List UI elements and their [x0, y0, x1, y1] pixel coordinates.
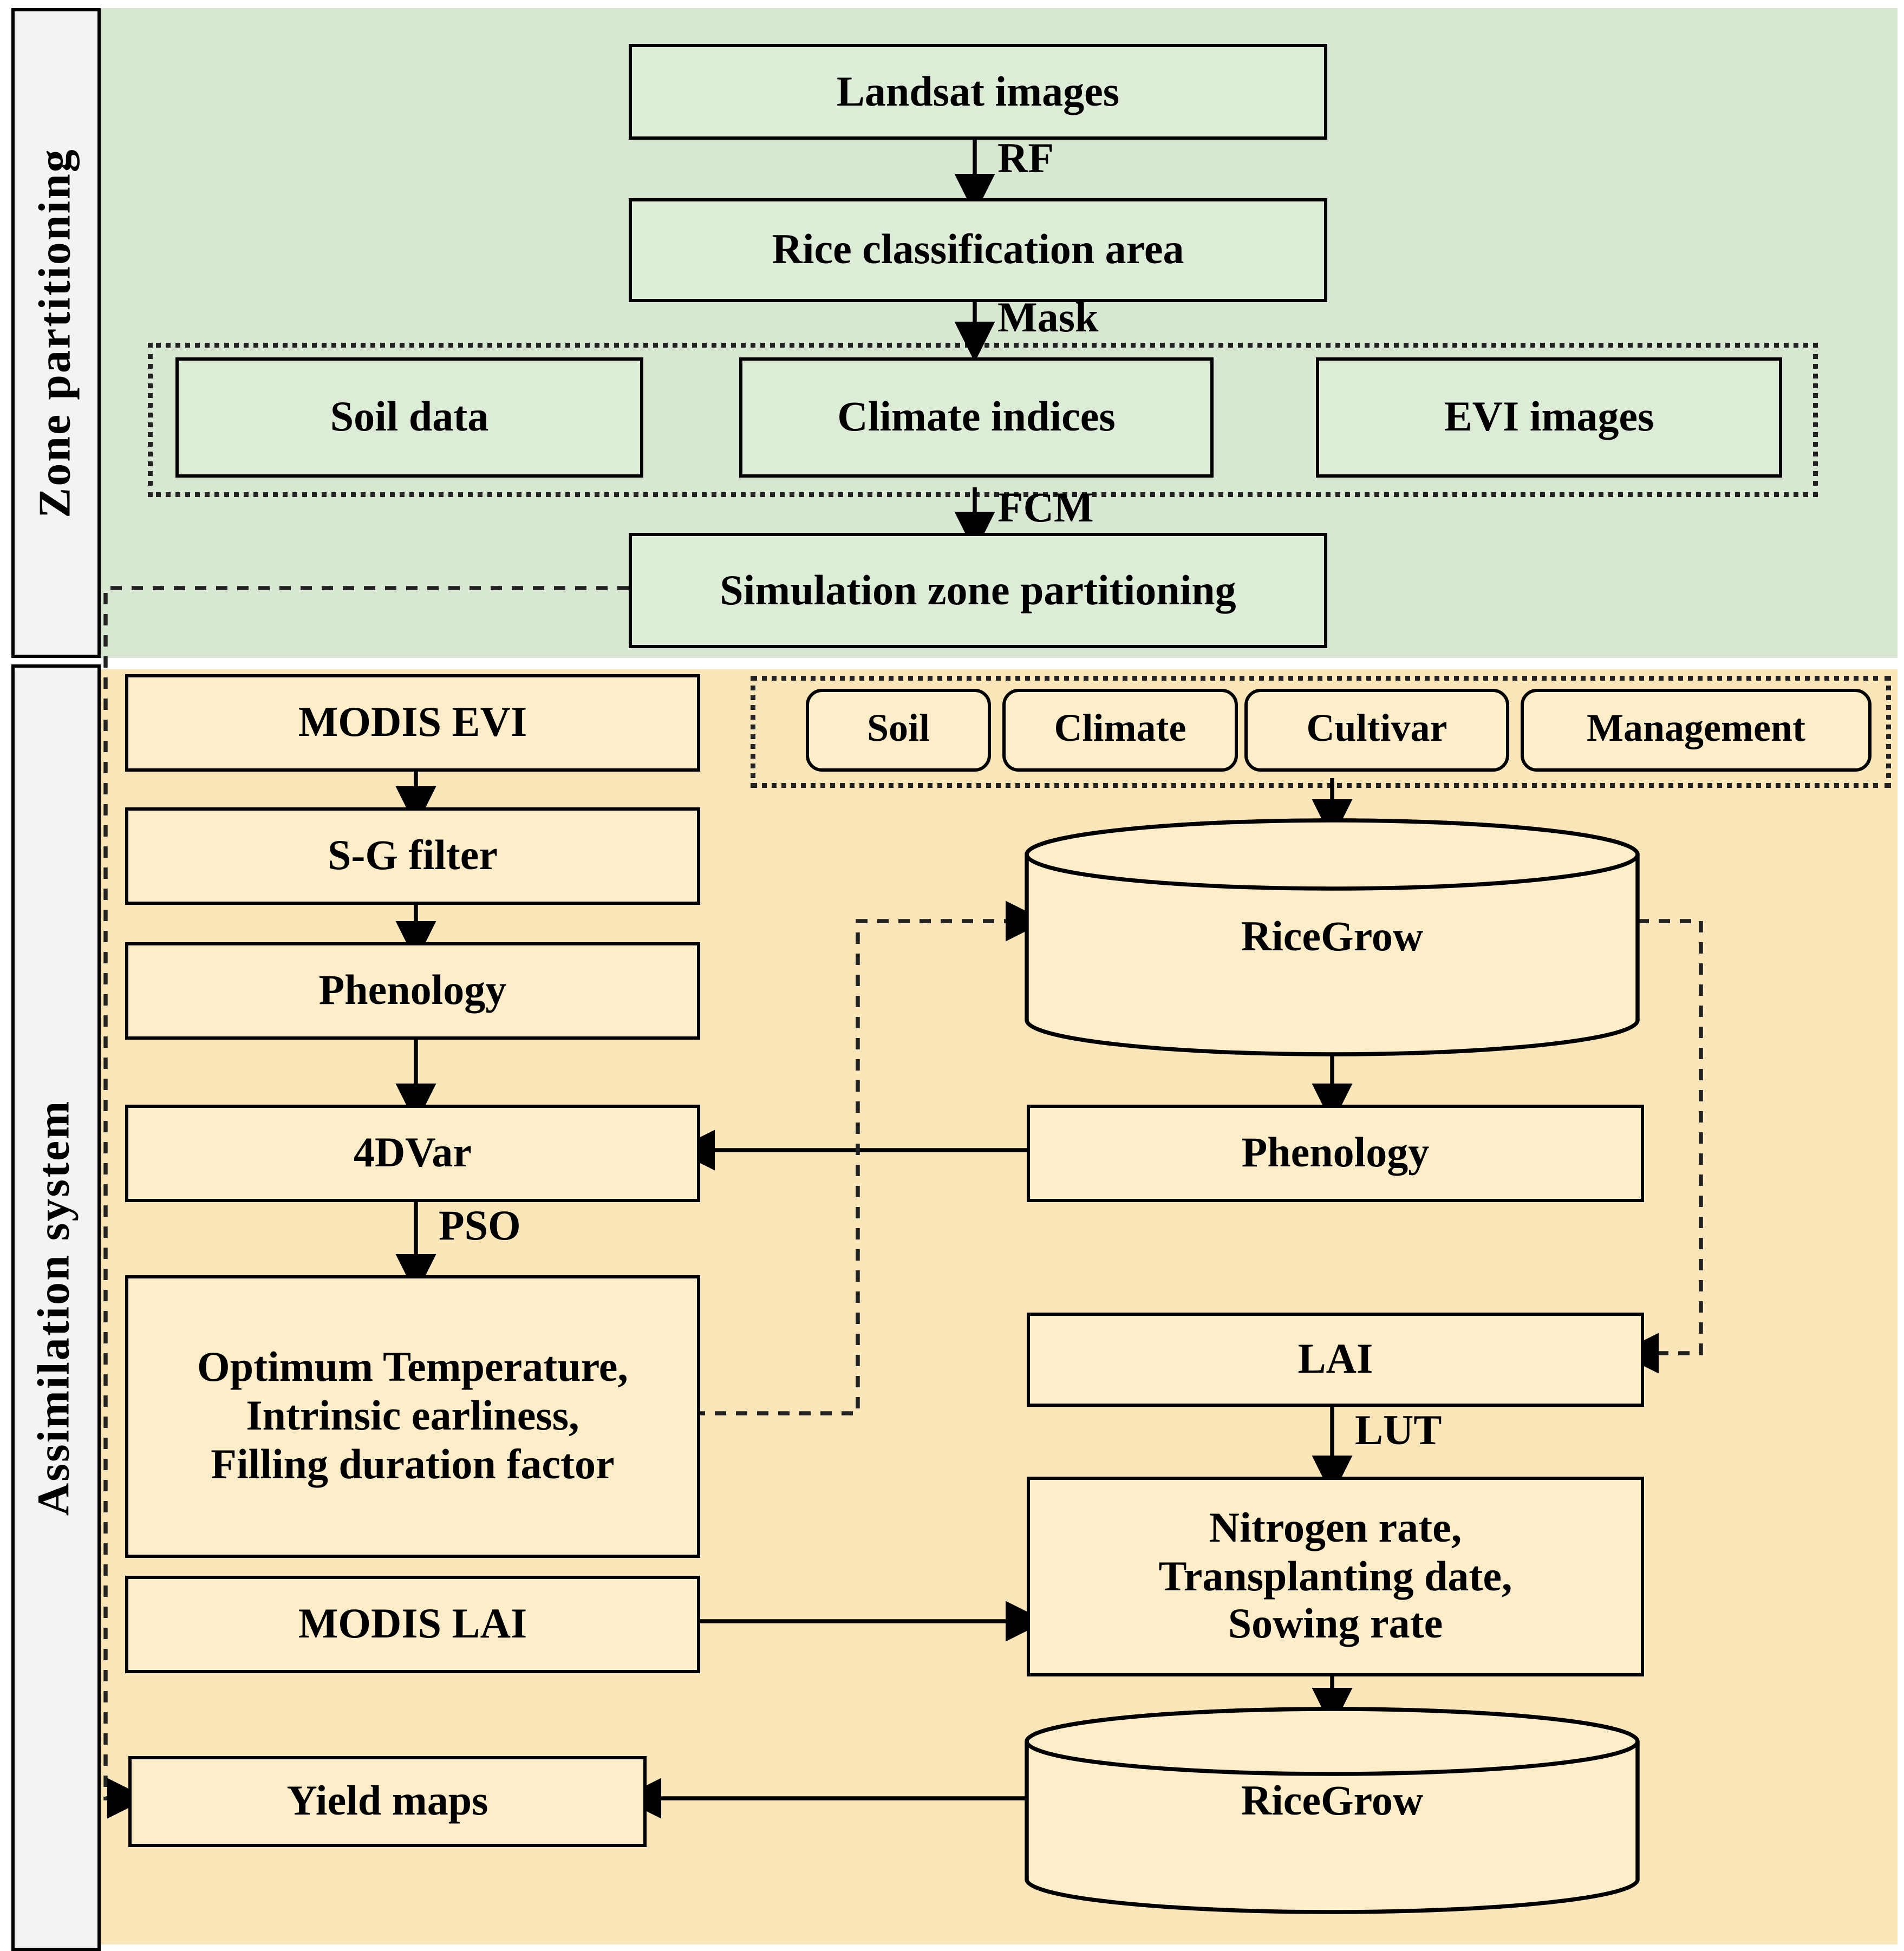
soil-text: Soil: [866, 708, 930, 751]
climate-text: Climate: [1054, 708, 1186, 751]
box-climate-indices: Climate indices: [739, 357, 1214, 478]
box-4dvar: 4DVar: [125, 1105, 700, 1202]
rf-arrow-label: RF: [997, 135, 1054, 182]
box-soil-data: Soil data: [175, 357, 643, 478]
box-soil: Soil: [806, 689, 991, 772]
optimum-line2: Intrinsic earliness,: [246, 1392, 579, 1440]
box-phenology-left: Phenology: [125, 942, 700, 1040]
box-climate: Climate: [1002, 689, 1238, 772]
box-modis-lai: MODIS LAI: [125, 1576, 700, 1673]
ricegrow-bottom-cylinder-lid: [1025, 1707, 1640, 1776]
box-landsat-images: Landsat images: [629, 44, 1327, 140]
box-evi-images: EVI images: [1316, 357, 1782, 478]
evi-images-text: EVI images: [1444, 393, 1654, 441]
soil-data-text: Soil data: [330, 393, 489, 441]
climate-indices-text: Climate indices: [837, 393, 1116, 441]
ricegrow-top-cylinder-lid: [1025, 818, 1640, 891]
4dvar-text: 4DVar: [353, 1129, 472, 1177]
fcm-arrow-label: FCM: [997, 484, 1094, 531]
lai-text: LAI: [1297, 1335, 1373, 1383]
sg-filter-text: S-G filter: [327, 832, 498, 879]
optimum-line3: Filling duration factor: [211, 1440, 615, 1488]
modis-lai-text: MODIS LAI: [298, 1600, 527, 1648]
cultivar-text: Cultivar: [1306, 708, 1447, 751]
mask-arrow-label: Mask: [997, 294, 1099, 341]
optimum-line1: Optimum Temperature,: [197, 1343, 628, 1391]
simulation-zone-text: Simulation zone partitioning: [720, 566, 1236, 614]
box-lai: LAI: [1027, 1313, 1644, 1407]
box-modis-evi: MODIS EVI: [125, 674, 700, 772]
box-rice-classification-area: Rice classification area: [629, 198, 1327, 302]
dashed-optimum-to-ricegrow: [694, 901, 1046, 1415]
sidebar-zone-partitioning: Zone partitioning: [11, 8, 101, 658]
box-phenology-right: Phenology: [1027, 1105, 1644, 1202]
phenology-right-text: Phenology: [1241, 1129, 1430, 1177]
sidebar-assimilation-system: Assimilation system: [11, 664, 101, 1951]
lut-arrow-label: LUT: [1355, 1407, 1442, 1454]
box-management: Management: [1521, 689, 1872, 772]
management-text: Management: [1587, 708, 1805, 751]
pso-arrow-label: PSO: [439, 1202, 521, 1249]
model-inputs-container: [751, 676, 1891, 788]
phenology-left-text: Phenology: [318, 967, 507, 1014]
ricegrow-bottom-label: RiceGrow: [1241, 1777, 1424, 1824]
box-yield-maps: Yield maps: [128, 1756, 647, 1847]
retrieved-line2: Transplanting date,: [1158, 1552, 1512, 1600]
dashed-simulation-to-yield: [103, 586, 629, 1819]
box-simulation-zone-partitioning: Simulation zone partitioning: [629, 533, 1327, 648]
retrieved-line3: Sowing rate: [1228, 1601, 1443, 1648]
ricegrow-top-label: RiceGrow: [1241, 913, 1424, 960]
modis-evi-text: MODIS EVI: [298, 699, 527, 746]
dashed-ricegrow-to-lai: [1618, 919, 1703, 1374]
box-optimum-parameters: Optimum Temperature, Intrinsic earliness…: [125, 1275, 700, 1558]
yield-maps-text: Yield maps: [286, 1777, 488, 1825]
landsat-images-text: Landsat images: [836, 67, 1120, 115]
box-cultivar: Cultivar: [1244, 689, 1509, 772]
box-sg-filter: S-G filter: [125, 807, 700, 905]
retrieved-line1: Nitrogen rate,: [1209, 1503, 1462, 1551]
rice-classification-text: Rice classification area: [772, 226, 1184, 273]
box-retrieved-parameters: Nitrogen rate, Transplanting date, Sowin…: [1027, 1477, 1644, 1676]
